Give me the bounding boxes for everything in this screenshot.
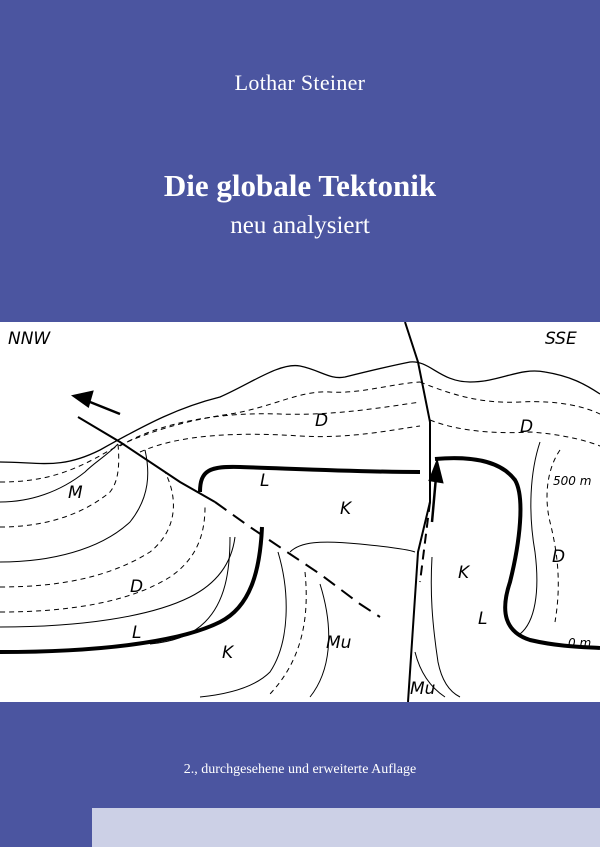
label-mu-center: Mu <box>326 633 352 653</box>
label-k-right: K <box>458 563 471 583</box>
book-subtitle: neu analysiert <box>230 212 370 239</box>
right-layer-4 <box>414 651 446 698</box>
surface-line <box>0 361 600 465</box>
label-k-center: K <box>340 499 353 519</box>
label-d-top-right: D <box>520 417 533 437</box>
lower-layer-1 <box>149 536 231 645</box>
author-name: Lothar Steiner <box>234 70 366 95</box>
dashed-layer-3 <box>139 425 421 453</box>
right-layer-3 <box>430 556 461 698</box>
l-horizon-right <box>434 456 600 650</box>
label-nnw: NNW <box>8 329 51 349</box>
fault-thrust <box>77 416 216 503</box>
left-layer-3 <box>0 449 149 563</box>
dashed-layer-4 <box>419 381 600 415</box>
label-elev-0: 0 m <box>568 636 591 650</box>
label-d-top-left: D <box>315 411 328 431</box>
label-l-right: L <box>478 609 487 629</box>
label-mu-bottom: Mu <box>410 679 436 699</box>
label-m: M <box>68 483 83 503</box>
bottom-band <box>92 808 600 847</box>
l-horizon-upper <box>198 464 421 493</box>
lower-layer-2 <box>199 551 287 698</box>
thrust-arrow <box>70 390 121 416</box>
label-sse: SSE <box>545 329 577 349</box>
left-layer-2 <box>0 443 120 528</box>
left-layer-4 <box>0 471 174 588</box>
dashed-layer-1 <box>0 381 421 483</box>
k-boundary <box>289 541 416 553</box>
label-d-mid-left: D <box>130 577 143 597</box>
left-layer-6 <box>0 536 236 628</box>
fault-thrust-dashed <box>214 501 381 618</box>
uplift-arrow <box>428 457 444 523</box>
fault-vertical-dashed <box>419 501 431 583</box>
right-layer-2 <box>519 441 541 635</box>
l-horizon-left <box>0 526 264 654</box>
dashed-layer-2 <box>119 401 421 447</box>
label-d-right: D <box>552 547 565 567</box>
label-k-lower: K <box>222 643 235 663</box>
dashed-layer-5 <box>429 419 600 447</box>
left-layer-1 <box>0 443 119 503</box>
label-l-lower-left: L <box>132 623 141 643</box>
cross-section-drawing: NNW SSE D D M L K K D D L L K Mu Mu 500 … <box>0 322 600 702</box>
fault-vertical <box>404 322 431 702</box>
label-l-upper: L <box>260 471 269 491</box>
lower-layer-4 <box>309 583 330 698</box>
edition-note: 2., durchgesehene und erweiterte Auflage <box>183 762 417 777</box>
right-layer-1 <box>546 449 561 623</box>
left-layer-5 <box>0 506 206 613</box>
geological-cross-section: NNW SSE D D M L K K D D L L K Mu Mu 500 … <box>0 322 600 702</box>
book-title: Die globale Tektonik <box>163 168 437 203</box>
lower-layer-3 <box>269 571 307 695</box>
label-elev-500: 500 m <box>553 474 591 488</box>
